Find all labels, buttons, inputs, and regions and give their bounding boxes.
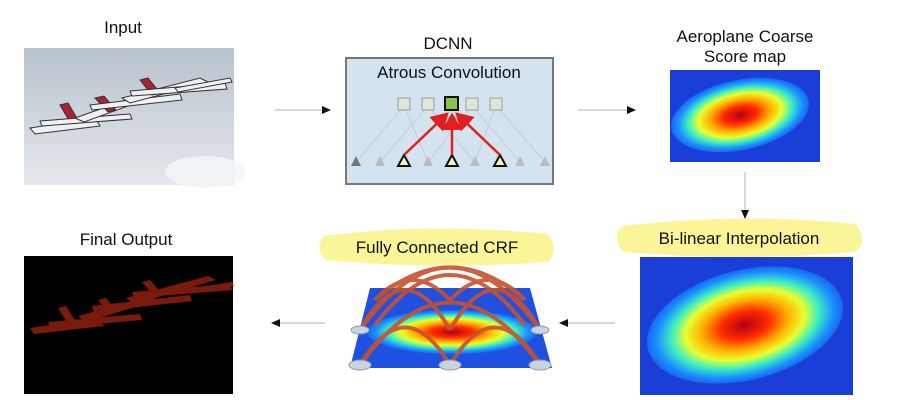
input-nodes — [351, 152, 550, 167]
input-label: Input — [104, 18, 142, 37]
score-map-label-line2: Score map — [703, 47, 787, 66]
flow-arrows — [271, 106, 749, 327]
atrous-convolution-label: Atrous Convolution — [377, 63, 521, 82]
feature-nodes — [397, 96, 503, 111]
crf-label: Fully Connected CRF — [355, 238, 519, 257]
final-output-label: Final Output — [79, 230, 173, 249]
atrous-edges — [403, 112, 501, 156]
airplane-icon — [29, 77, 233, 135]
coarse-score-map — [670, 70, 820, 162]
bilinear-interpolation-label: Bi-linear Interpolation — [658, 229, 820, 248]
crf-graph — [348, 265, 552, 371]
crf-highlight — [319, 228, 554, 266]
final-output-image — [24, 256, 234, 394]
score-map-label-line1: Aeroplane Coarse — [676, 27, 814, 46]
bilinear-highlight — [616, 218, 862, 257]
upsampled-score-map — [640, 257, 853, 395]
dcnn-label: DCNN — [423, 34, 473, 53]
input-image — [24, 48, 245, 188]
dcnn-box — [345, 57, 554, 185]
